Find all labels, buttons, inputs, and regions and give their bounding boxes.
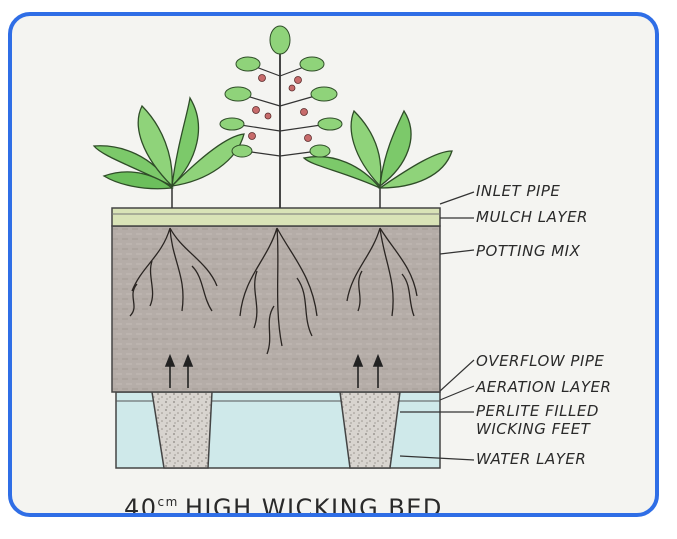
plant-center (220, 26, 342, 208)
potting-mix-zone (112, 226, 440, 392)
title-unit: cm (158, 495, 179, 509)
label-overflow-pipe: OVERFLOW PIPE (476, 352, 604, 370)
title-height: 40 (124, 494, 158, 513)
label-aeration-layer: AERATION LAYER (475, 378, 611, 396)
mulch-layer-zone (112, 208, 440, 226)
diagram-frame: INLET PIPE MULCH LAYER POTTING MIX OVERF… (8, 12, 659, 517)
label-perlite-line1: PERLITE FILLED (476, 402, 599, 420)
label-potting-mix: POTTING MIX (476, 242, 581, 260)
label-perlite-line2: WICKING FEET (476, 420, 592, 438)
label-water-layer: WATER LAYER (476, 450, 586, 468)
diagram-title: 40cm HIGH WICKING BED. (124, 494, 452, 513)
title-text: HIGH WICKING BED. (185, 494, 452, 513)
wicking-foot-right (340, 392, 400, 468)
label-inlet-pipe: INLET PIPE (476, 182, 560, 200)
wicking-bed-diagram: INLET PIPE MULCH LAYER POTTING MIX OVERF… (12, 16, 655, 513)
label-mulch-layer: MULCH LAYER (476, 208, 588, 226)
plant-left (94, 98, 244, 208)
